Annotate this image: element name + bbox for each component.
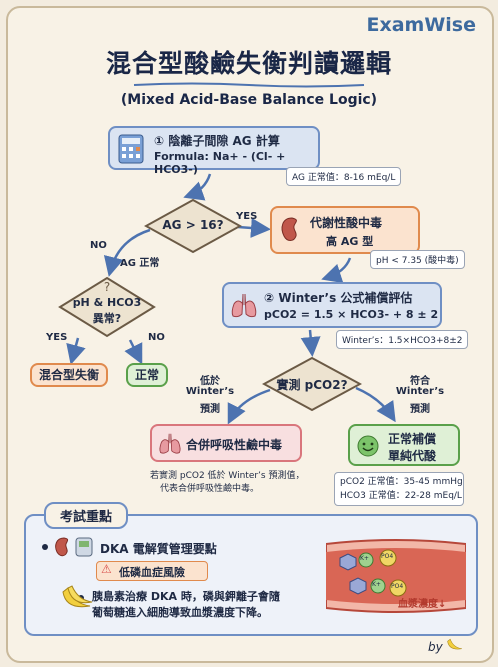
pco2-right-label2: Winter’s — [395, 386, 445, 397]
pco2-left-label2: Winter’s — [185, 386, 235, 397]
ag-diamond — [144, 198, 242, 254]
resp-note-line1: 若實測 pCO2 低於 Winter’s 預測值， — [150, 471, 305, 481]
hco3-normal-ref: HCO3 正常值：22-28 mEq/L — [340, 491, 462, 501]
metabolic-title: 代謝性酸中毒 — [310, 216, 383, 230]
pco2-right-label1: 符合 — [410, 376, 430, 387]
metabolic-subtitle: 高 AG 型 — [326, 235, 374, 248]
ph-decision-label2: 異常? — [92, 312, 122, 325]
warning-icon: ⚠ — [101, 562, 112, 576]
blood-vessel-illustration — [326, 539, 466, 613]
po4-label-1: PO4 — [381, 553, 394, 560]
bullet-1 — [42, 544, 48, 550]
compensated-box: 正常補償 單純代酸 — [348, 424, 460, 466]
mixed-imbalance-box: 混合型失衡 — [30, 363, 108, 387]
step1-title: ① 陰離子間隙 AG 計算 — [154, 134, 280, 148]
step2-box: ② Winter’s 公式補償評估 pCO2 = 1.5 × HCO3- + 8… — [222, 282, 442, 328]
exam-text-line1: 胰島素治療 DKA 時，磷與鉀離子會隨 — [92, 590, 280, 603]
lungs-icon-small — [159, 433, 181, 454]
smile-icon — [357, 435, 379, 457]
calculator-icon — [118, 134, 144, 164]
arrow-pco2-right — [355, 386, 396, 423]
step1-formula: Formula: Na+ - (Cl- + HCO3-) — [154, 150, 286, 176]
pco2-right-label3: 預測 — [410, 404, 430, 415]
arrow-ph-yes — [66, 337, 86, 365]
pco2-left-label3: 預測 — [200, 404, 220, 415]
k-label-1: K+ — [360, 555, 369, 562]
winter-note: Winter’s：1.5×HCO3+8±2 — [336, 330, 469, 349]
pco2-normal-ref: pCO2 正常值：35-45 mmHg — [340, 477, 463, 487]
step1-box: ① 陰離子間隙 AG 計算 Formula: Na+ - (Cl- + HCO3… — [108, 126, 320, 176]
resp-note-line2: 代表合併呼吸性鹼中毒。 — [160, 484, 260, 494]
ph-no-label: NO — [148, 332, 165, 343]
resp-alkalosis-box: 合併呼吸性鹼中毒 — [150, 424, 302, 462]
page-subtitle: (Mixed Acid-Base Balance Logic) — [120, 92, 378, 108]
metabolic-acidosis-box: 代謝性酸中毒 高 AG 型 — [270, 206, 420, 254]
ag-normal-label: AG 正常 — [120, 258, 160, 269]
ph-yes-label: YES — [46, 332, 68, 343]
brand-logo: ExamWise — [366, 14, 476, 36]
arrow-pco2-left — [227, 388, 271, 425]
arrow-ag-no — [103, 228, 151, 277]
ag-normal-note: AG 正常值：8-16 mEq/L — [286, 167, 402, 186]
arrow-meta-step2 — [321, 257, 352, 284]
compensated-line1: 正常補償 — [388, 432, 437, 446]
lungs-icon — [231, 293, 257, 318]
compensated-line2: 單純代酸 — [388, 449, 437, 463]
step2-formula: pCO2 = 1.5 × HCO3- + 8 ± 2 — [264, 308, 439, 321]
ph-diamond — [58, 276, 156, 338]
normal-box: 正常 — [126, 363, 168, 387]
kidney-meter-icon — [55, 537, 93, 557]
arrow-ph-no — [124, 339, 143, 365]
ag-decision-label: AG > 16? — [162, 218, 224, 232]
pco2-left-label1: 低於 — [200, 376, 220, 387]
exam-item1: DKA 電解質管理要點 — [100, 542, 217, 556]
step2-title: ② Winter’s 公式補償評估 — [264, 291, 413, 305]
ag-no-label: NO — [90, 240, 107, 251]
banana-footer-icon — [447, 638, 462, 650]
pco2-diamond — [262, 356, 362, 412]
warning-text: 低磷血症風險 — [119, 566, 185, 579]
arrow-step2-pco2 — [300, 329, 321, 357]
ph-decision-label: pH & HCO3 — [72, 296, 142, 309]
ph-question-mark: ? — [103, 280, 111, 294]
banana-icon — [62, 585, 93, 608]
arrow-ag-yes — [237, 217, 271, 238]
ag-yes-label: YES — [236, 211, 258, 222]
k-label-2: K+ — [372, 581, 381, 588]
footer-by: by — [428, 640, 443, 654]
resp-alkalosis-title: 合併呼吸性鹼中毒 — [186, 438, 283, 452]
exam-header: 考試重點 — [44, 502, 129, 529]
po4-label-2: PO4 — [391, 583, 404, 590]
exam-text-line2: 葡萄糖進入細胞導致血漿濃度下降。 — [92, 606, 268, 619]
arrow-step1-ag — [183, 173, 212, 201]
kidney-icon — [281, 217, 297, 241]
warning-badge: ⚠ 低磷血症風險 — [96, 561, 208, 581]
page-title: 混合型酸鹼失衡判讀邏輯 — [105, 49, 392, 78]
pco2-decision-label: 實測 pCO2? — [276, 378, 348, 392]
ph-note: pH < 7.35 (酸中毒) — [370, 250, 465, 269]
reference-values-note: pCO2 正常值：35-45 mmHg HCO3 正常值：22-28 mEq/L — [334, 472, 464, 506]
title-underline — [133, 82, 365, 88]
vessel-label: 血漿濃度↓ — [398, 599, 447, 610]
